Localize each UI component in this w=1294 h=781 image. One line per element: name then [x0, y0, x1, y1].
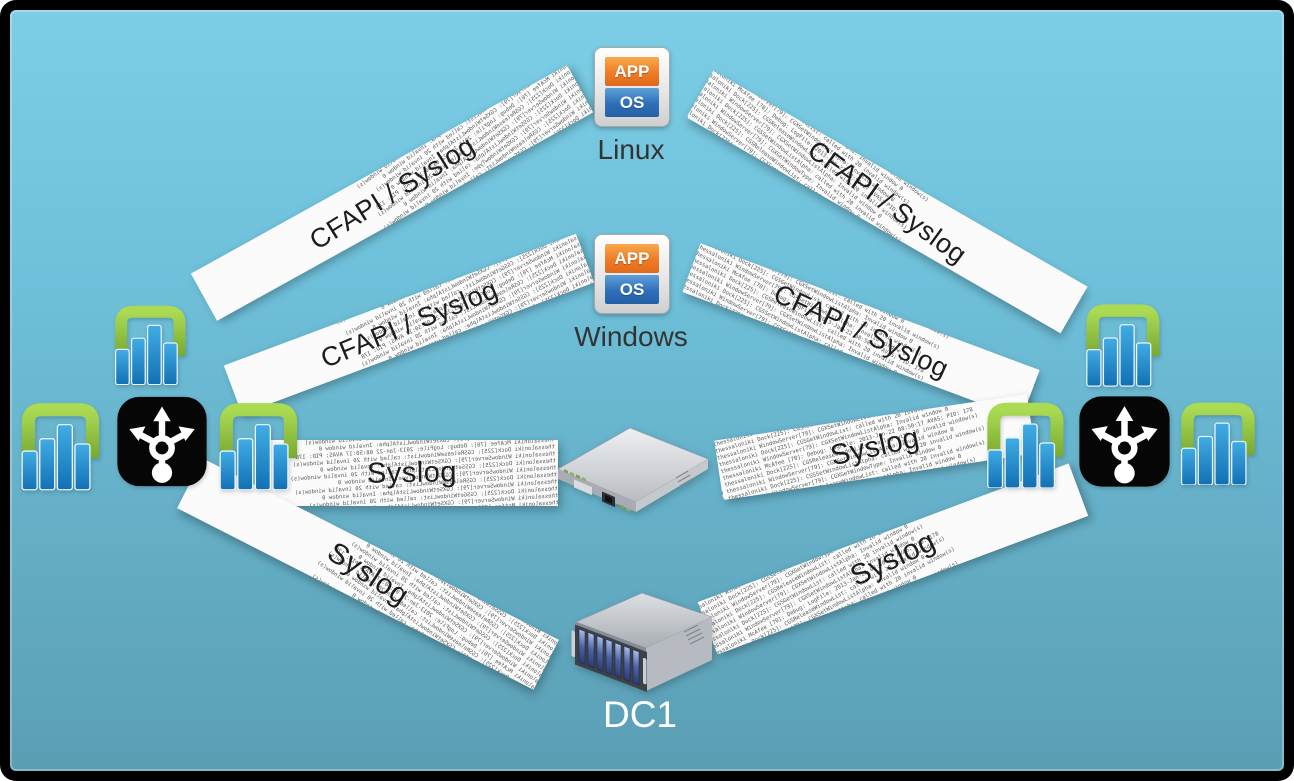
stream-protocol-label: Syslog — [845, 524, 941, 593]
stream-protocol-label: Syslog — [366, 455, 458, 490]
rack-server-icon — [571, 592, 713, 692]
stream-protocol-label: CFAPI / Syslog — [769, 277, 954, 384]
vm-app-badge: APP — [605, 57, 659, 86]
network-switch-icon — [557, 427, 709, 512]
load-balancer-icon — [116, 395, 208, 488]
log-insight-collector-icon — [980, 398, 1070, 488]
log-insight-collector-icon — [214, 398, 302, 490]
log-insight-collector-icon — [16, 397, 104, 491]
vm-os-badge: OS — [605, 275, 659, 304]
diagram-canvas: Jan 22 08:51:30 thessaloniki Dock[225]: … — [10, 10, 1284, 771]
stream-protocol-label: CFAPI / Syslog — [802, 134, 973, 270]
linux-vm-icon: APP OS — [594, 47, 670, 127]
stream-protocol-label: CFAPI / Syslog — [303, 129, 480, 256]
log-insight-collector-icon — [110, 301, 190, 385]
windows-vm-icon: APP OS — [594, 234, 670, 314]
stream-protocol-label: Syslog — [827, 421, 923, 472]
stream-protocol-label: CFAPI / Syslog — [315, 273, 502, 374]
stream-protocol-label: Syslog — [321, 535, 415, 612]
log-insight-collector-icon — [1175, 398, 1260, 485]
vm-app-badge: APP — [605, 244, 659, 273]
linux-label: Linux — [597, 134, 665, 165]
vm-os-badge: OS — [605, 88, 659, 117]
dc1-label: DC1 — [602, 694, 678, 735]
log-insight-collector-icon — [1081, 299, 1164, 387]
log-stream-left-switch: Jan 22 08:51:30 thessaloniki Dock[225]: … — [266, 440, 558, 506]
load-balancer-icon — [1077, 395, 1172, 488]
windows-label: Windows — [574, 321, 688, 352]
